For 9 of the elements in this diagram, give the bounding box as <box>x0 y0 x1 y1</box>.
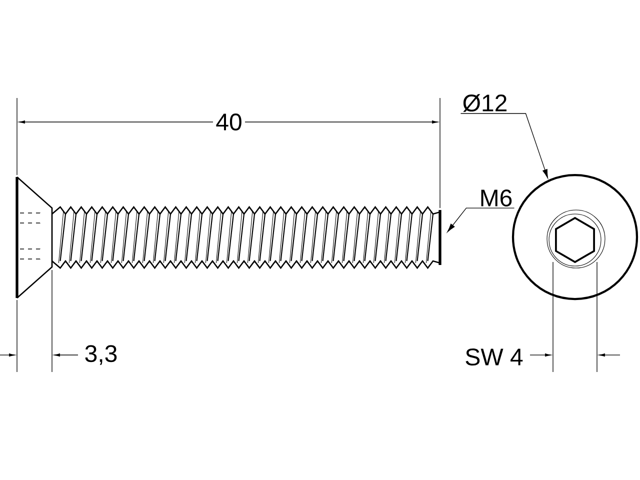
dimension-label: 3,3 <box>85 345 117 365</box>
dimension-label: SW 4 <box>466 348 523 366</box>
end-view-drawing <box>512 174 638 300</box>
leader-line <box>460 113 548 178</box>
leader-label: M6 <box>481 190 512 206</box>
leader-label: Ø12 <box>463 94 506 112</box>
leader-line <box>447 208 515 232</box>
screw-drawing <box>16 176 442 298</box>
dimension-label: 40 <box>213 110 246 134</box>
